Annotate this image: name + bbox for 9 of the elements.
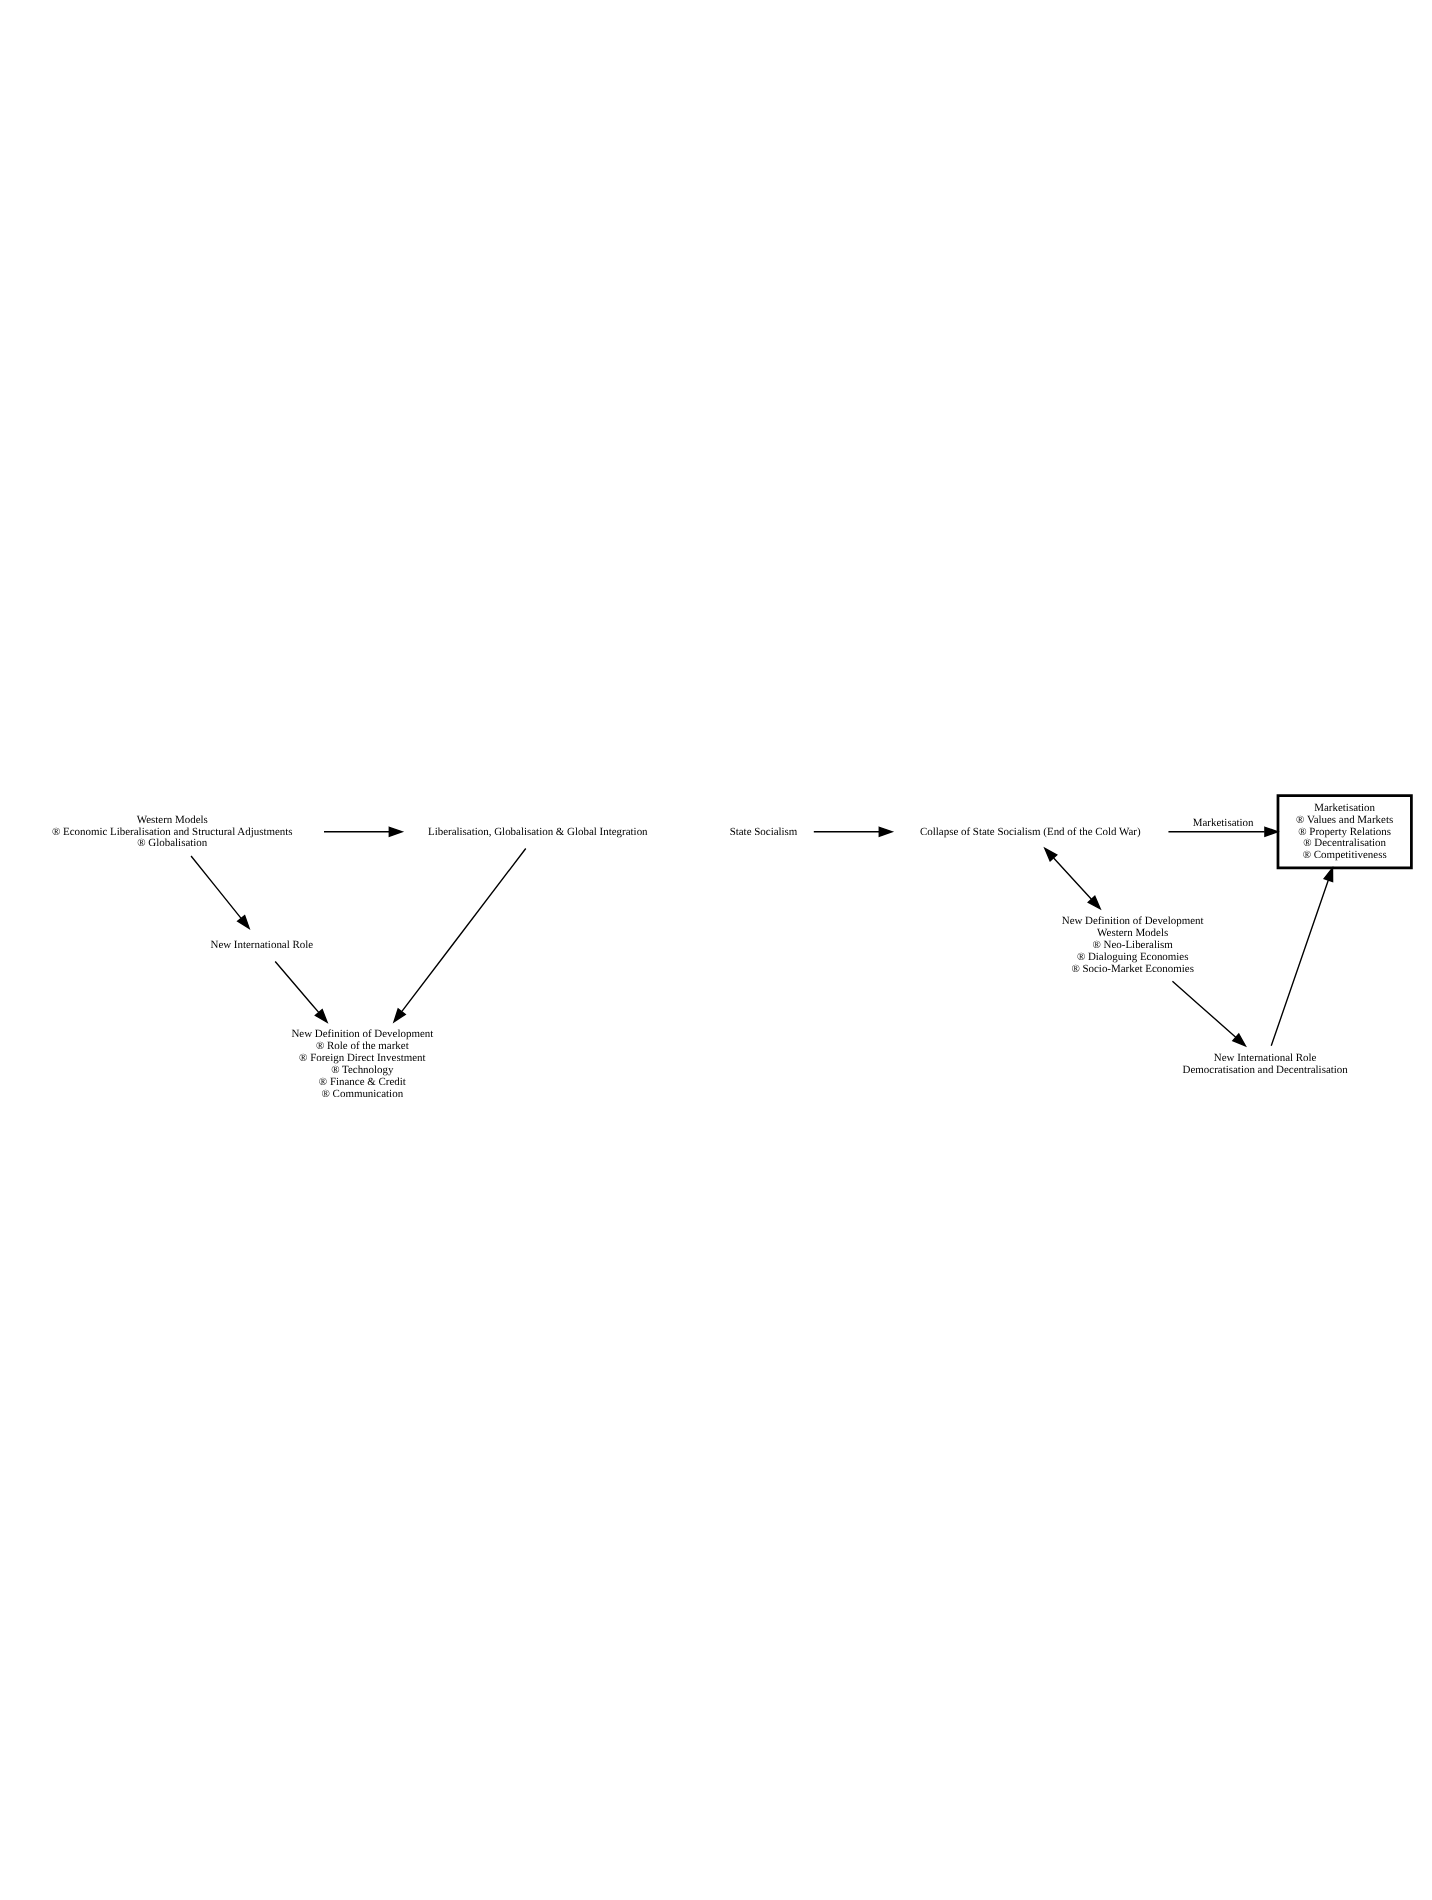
arrow xyxy=(1171,979,1247,1047)
arrow xyxy=(1043,845,1102,910)
arrow xyxy=(190,854,251,929)
arrow xyxy=(323,825,405,837)
arrow xyxy=(392,846,527,1023)
arrow xyxy=(274,959,329,1023)
arrow xyxy=(1167,825,1280,837)
arrow xyxy=(1270,865,1334,1046)
arrow xyxy=(813,825,895,837)
